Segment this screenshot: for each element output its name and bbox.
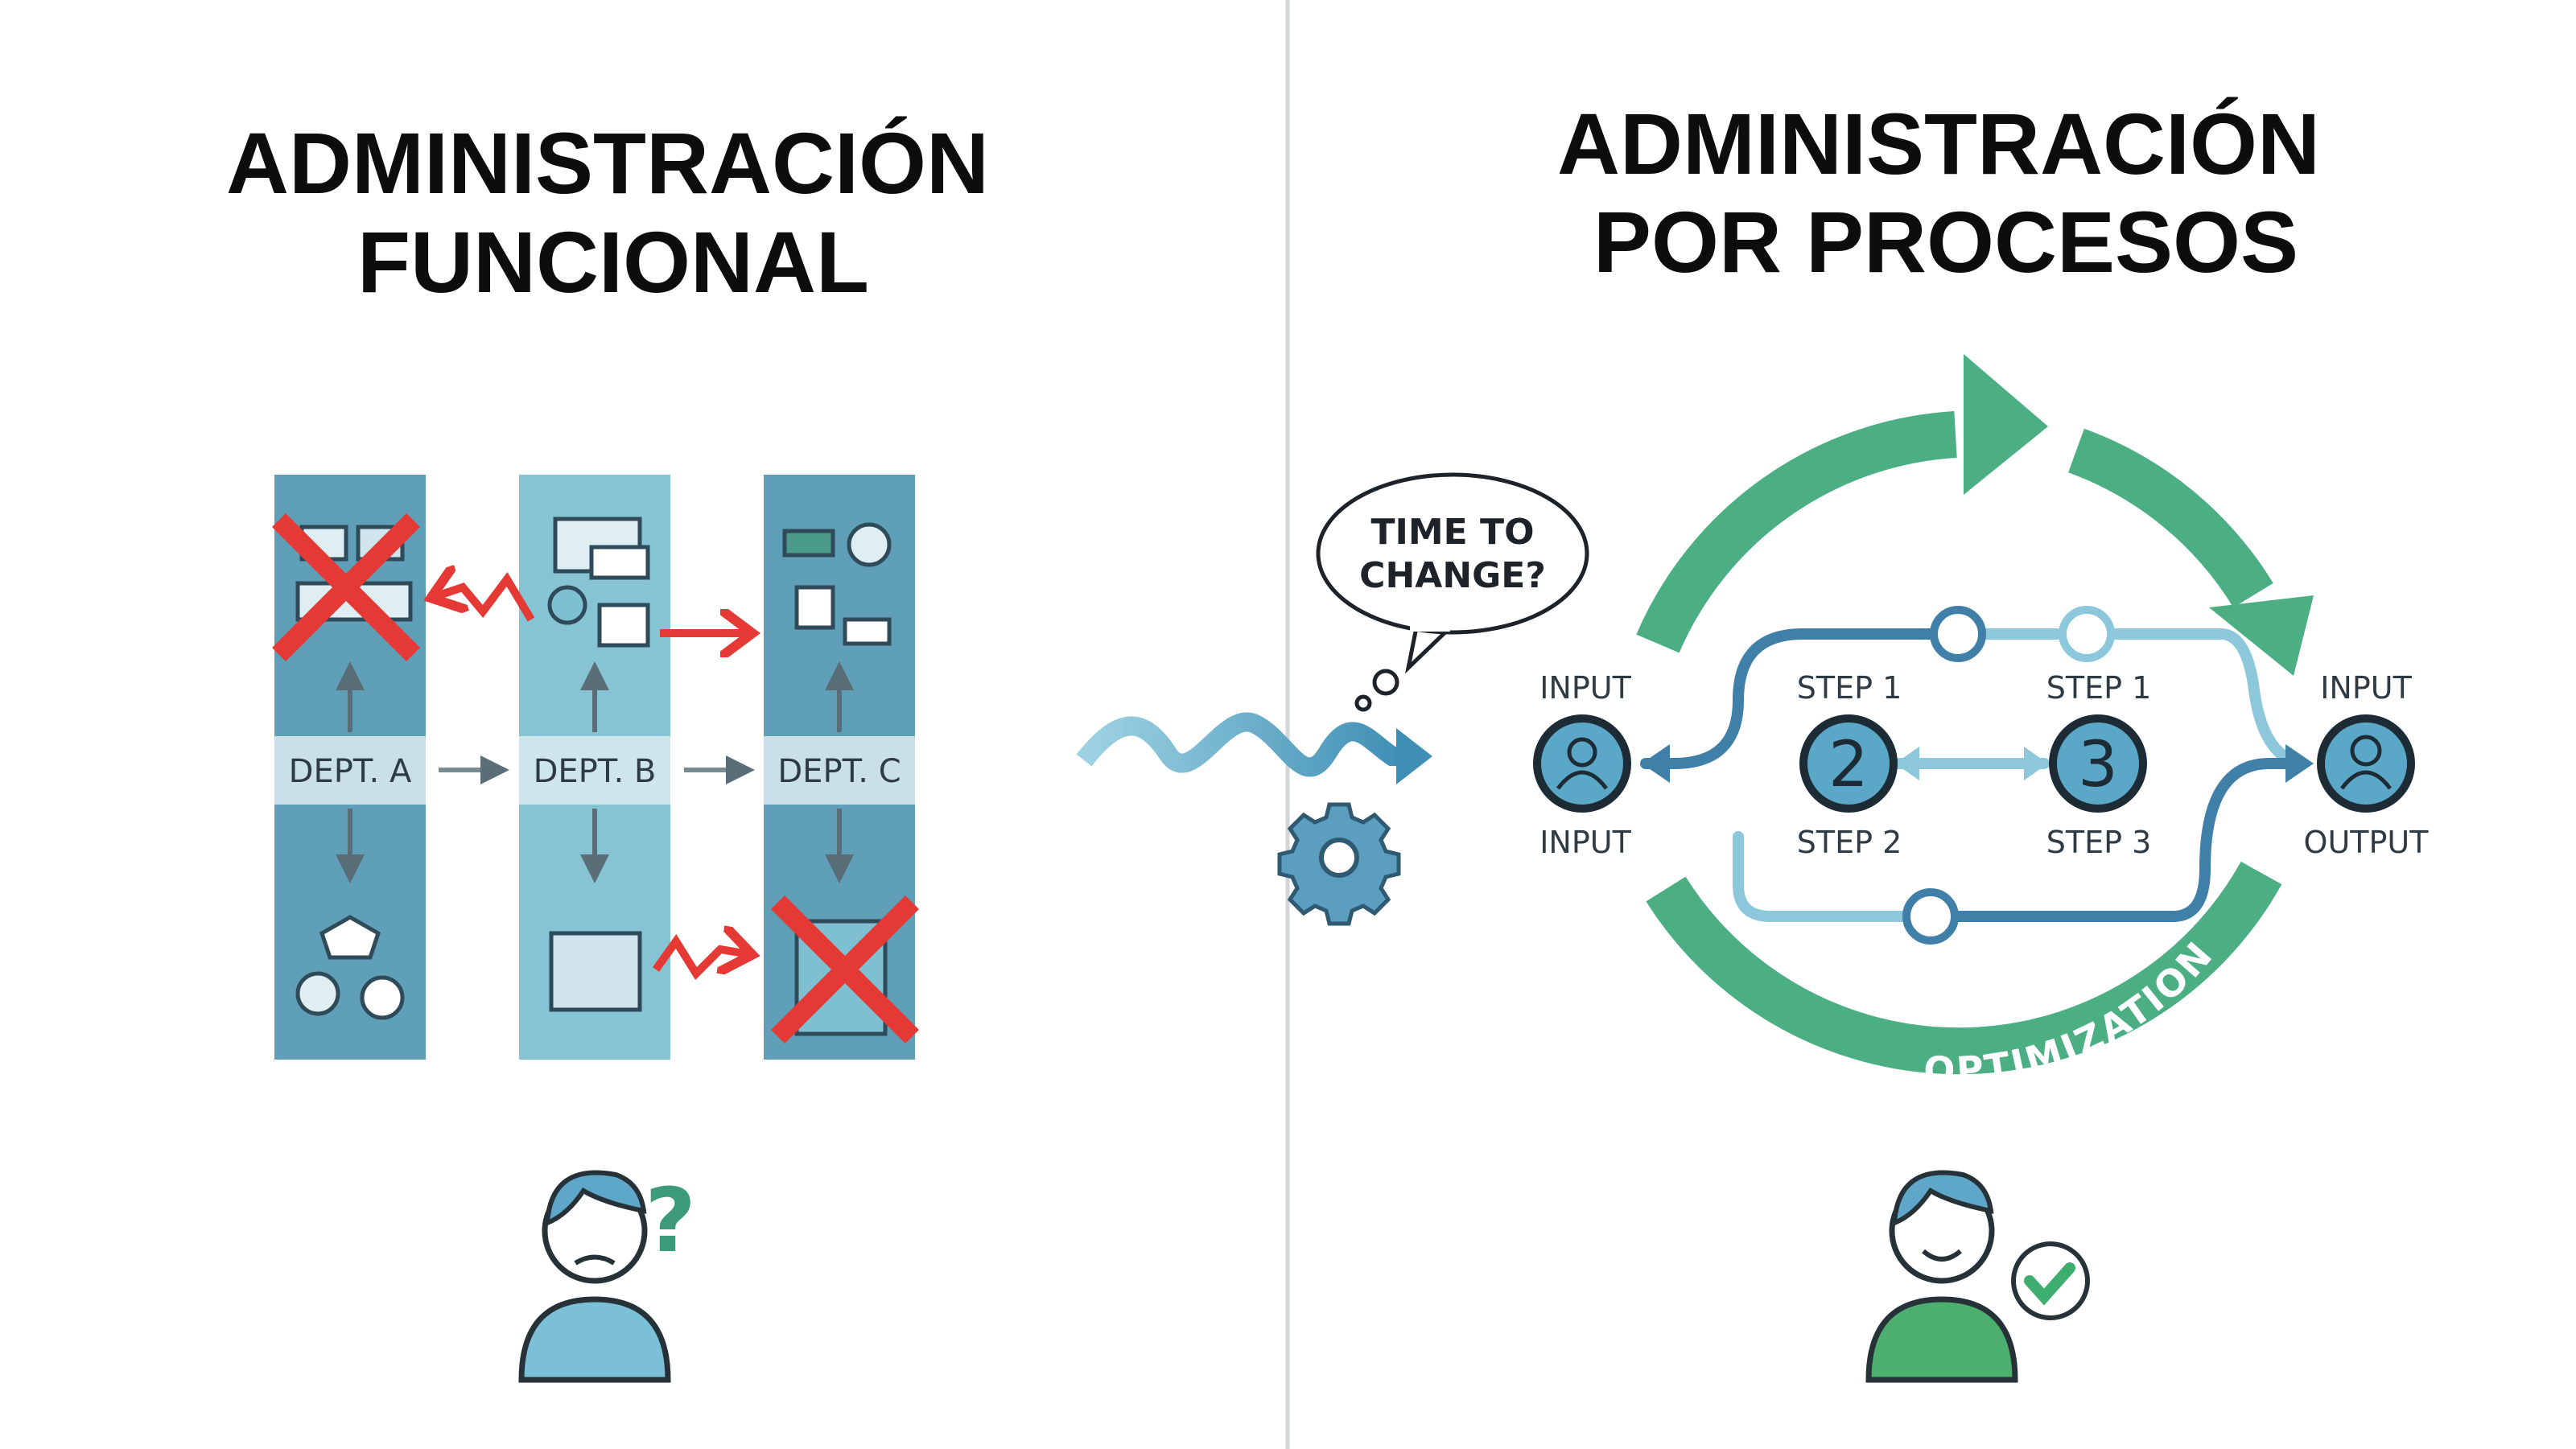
- label-band-b: [519, 736, 670, 805]
- gear-icon: [547, 585, 587, 625]
- broken-arrows: [439, 579, 744, 980]
- checkmark-icon: [2011, 1241, 2090, 1320]
- question-mark-icon: ?: [645, 1169, 696, 1272]
- node-bottom-label: INPUT: [1539, 825, 1631, 860]
- happy-person-avatar: [1865, 1170, 2090, 1383]
- target-icon: [847, 522, 892, 567]
- house-icon: [794, 585, 835, 630]
- right-title-line1: ADMINISTRACIÓN: [1557, 95, 2320, 192]
- screen-icon: [782, 529, 835, 558]
- cycle-arrow-top-right: [2067, 428, 2273, 608]
- department-columns: DEPT. A DEPT. B DEPT. C: [272, 475, 919, 1060]
- bubble-line1: TIME TO: [1371, 512, 1535, 553]
- user-icon: [295, 971, 340, 1016]
- node-bottom-label: STEP 2: [1797, 825, 1902, 860]
- dept-a-label: DEPT. A: [289, 753, 412, 790]
- card-icon: [843, 617, 892, 646]
- worker-icon: [1567, 737, 1597, 768]
- output-node: [2317, 714, 2415, 813]
- confused-person-avatar: ?: [518, 1169, 696, 1383]
- dept-c-label: DEPT. C: [777, 753, 901, 790]
- step-3-node: 3: [2049, 714, 2147, 813]
- process-nodes: 2 3 INPUT INPUT STEP 1 STEP 2 STEP 1 STE…: [1533, 670, 2430, 860]
- vertical-arrows: [336, 661, 854, 883]
- node-top-label: STEP 1: [2046, 670, 2152, 706]
- error-cross-icons: [272, 513, 919, 1044]
- left-title-line2: FUNCIONAL: [357, 213, 869, 311]
- thought-bubble: TIME TO CHANGE?: [1316, 472, 1589, 712]
- node-bottom-label: OUTPUT: [2304, 825, 2430, 860]
- wave-arrow-head: [1396, 728, 1432, 784]
- badge-icon: [319, 915, 381, 960]
- chat-icon: [589, 545, 650, 580]
- step-number: 3: [2078, 729, 2118, 801]
- node-top-label: STEP 1: [1797, 670, 1902, 706]
- node-top-label: INPUT: [2320, 670, 2412, 706]
- bubble-line2: CHANGE?: [1359, 555, 1546, 596]
- cycle-arrow-bottom: [1646, 861, 2282, 1075]
- checklist-icon: [549, 931, 642, 1012]
- flow-arrow-right: [2285, 744, 2314, 783]
- robot-icon: [2350, 735, 2382, 767]
- cycle-arrow-head-1: [1964, 354, 2048, 495]
- lock-icon: [597, 603, 650, 648]
- label-band-c: [764, 736, 915, 805]
- cycle-arrow-top-left: [1636, 411, 1957, 653]
- label-band-a: [274, 736, 426, 805]
- left-title-line1: ADMINISTRACIÓN: [226, 114, 989, 212]
- step-2-node: 2: [1799, 714, 1898, 813]
- flow-junctions: [1902, 606, 2115, 945]
- node-top-label: INPUT: [1539, 670, 1631, 706]
- flow-arrow-left: [1642, 744, 1670, 783]
- department-icons: [295, 517, 892, 1036]
- optimization-cycle: [1636, 411, 2282, 1075]
- process-flow-lines: [1640, 628, 2307, 922]
- node-bottom-label: STEP 3: [2046, 825, 2152, 860]
- input-node: [1533, 714, 1631, 813]
- wave-arrow: [1076, 712, 1400, 777]
- shield-icon: [360, 975, 405, 1020]
- dept-b-label: DEPT. B: [534, 753, 657, 790]
- gear-icon: [1277, 802, 1401, 926]
- right-title-line2: POR PROCESOS: [1593, 193, 2298, 290]
- step-number: 2: [1828, 729, 1869, 801]
- cycle-arrow-head-2: [2209, 595, 2314, 676]
